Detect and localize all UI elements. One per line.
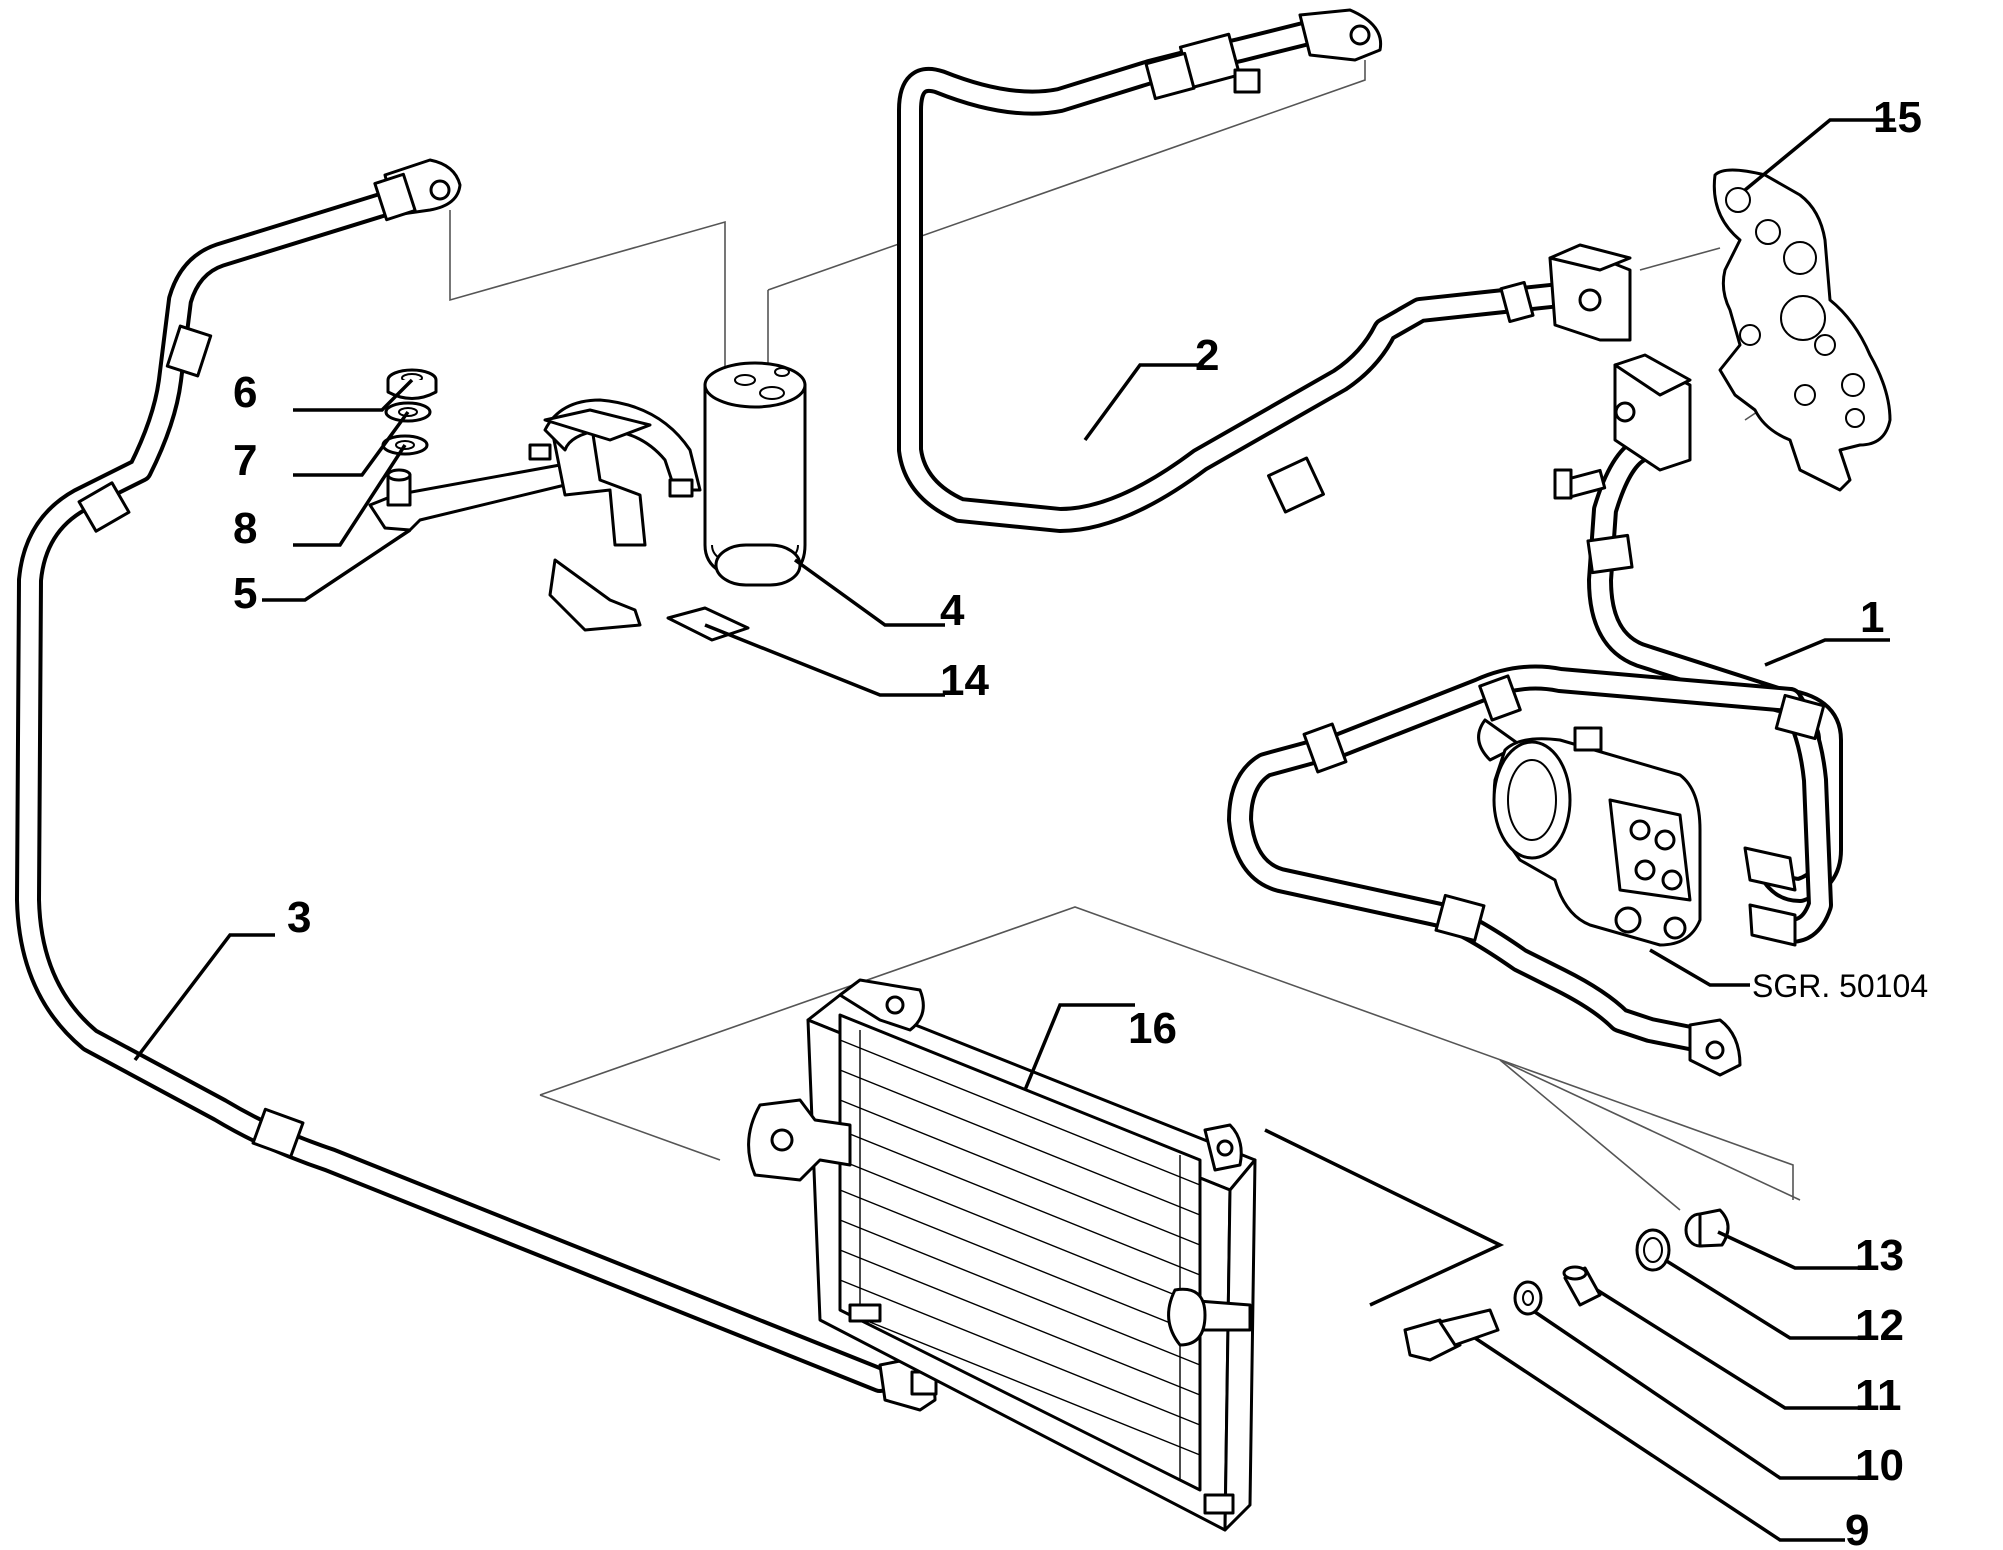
condenser-fins (839, 1030, 1201, 1480)
callout-14: 14 (940, 656, 989, 705)
condenser-16 (747, 978, 1257, 1532)
callout-5: 5 (233, 569, 257, 618)
callout-8: 8 (233, 504, 257, 553)
leader-sgr (1649, 948, 1750, 987)
callout-labels: 2 15 1 6 7 8 5 4 14 3 16 13 12 11 10 9 S… (233, 93, 1928, 1550)
fasteners-9-13 (1264, 1128, 1730, 1362)
leader-13 (1717, 1230, 1875, 1270)
pipe-2 (897, 8, 1632, 533)
leader-7 (293, 410, 410, 477)
leader-lines (133, 118, 1895, 1542)
reference-code: SGR. 50104 (1752, 968, 1928, 1004)
callout-7: 7 (233, 436, 257, 485)
leader-2 (1083, 363, 1200, 442)
leader-5 (262, 528, 411, 602)
pad-14 (666, 606, 750, 642)
callout-3: 3 (287, 893, 311, 942)
leader-8 (293, 444, 407, 547)
callout-10: 10 (1855, 1441, 1904, 1490)
callout-13: 13 (1855, 1231, 1904, 1280)
leader-6 (293, 378, 414, 412)
callout-1: 1 (1860, 593, 1884, 642)
bracket-5 (368, 398, 702, 632)
leader-3 (133, 933, 275, 1062)
callout-6: 6 (233, 368, 257, 417)
callout-12: 12 (1855, 1301, 1904, 1350)
receiver-drier-4 (703, 361, 807, 587)
callout-11: 11 (1855, 1371, 1902, 1420)
leader-4 (793, 558, 945, 627)
leader-14 (704, 623, 945, 697)
leader-1 (1764, 638, 1890, 667)
compressor (1477, 718, 1702, 947)
gasket-plate-15 (1712, 168, 1892, 492)
callout-4: 4 (940, 586, 965, 635)
leader-11 (1596, 1288, 1875, 1410)
pipe-1 (1227, 353, 1843, 1077)
callout-2: 2 (1195, 331, 1219, 380)
leader-10 (1534, 1310, 1875, 1480)
leader-9 (1474, 1336, 1845, 1542)
callout-16: 16 (1128, 1004, 1177, 1053)
leader-16 (1023, 1003, 1135, 1091)
leader-12 (1664, 1258, 1875, 1340)
leader-15 (1743, 118, 1895, 192)
pipe-3 (15, 158, 938, 1412)
callout-15: 15 (1873, 93, 1922, 142)
callout-9: 9 (1845, 1506, 1869, 1550)
